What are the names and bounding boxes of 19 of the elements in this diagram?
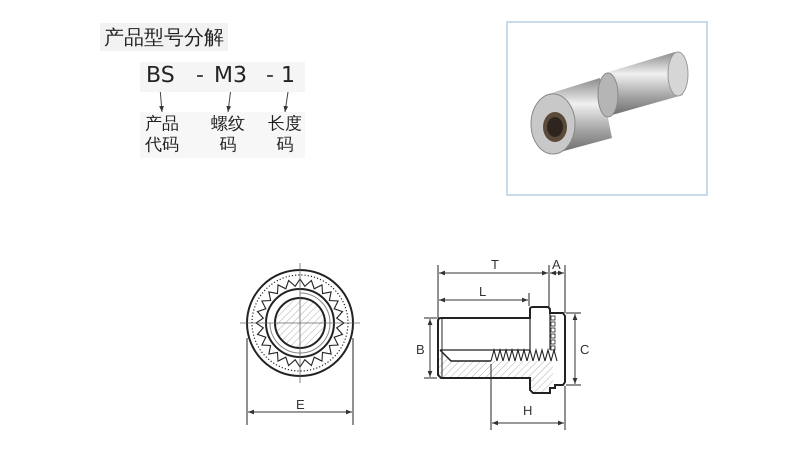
model-code: 1 xyxy=(281,63,295,89)
title: 产品型号分解 xyxy=(100,23,228,51)
code-meaning: 产品代码 xyxy=(143,114,181,156)
code-meaning: 长度码 xyxy=(266,114,304,156)
dimension-label: A xyxy=(552,256,561,273)
arrow xyxy=(284,92,288,112)
arrow xyxy=(226,92,232,112)
arrow xyxy=(159,92,164,112)
dimension-label: E xyxy=(296,396,305,413)
dimension-label: C xyxy=(580,341,590,358)
dash: - xyxy=(266,63,274,89)
model-code: M3 xyxy=(214,63,247,89)
dimension-label: L xyxy=(479,283,486,300)
model-code: BS xyxy=(146,63,175,89)
dimension-label: H xyxy=(523,402,532,419)
dimension-label: B xyxy=(416,341,425,358)
dash: - xyxy=(196,63,204,89)
code-meaning: 螺纹码 xyxy=(209,114,247,156)
dimension-label: T xyxy=(491,256,499,273)
